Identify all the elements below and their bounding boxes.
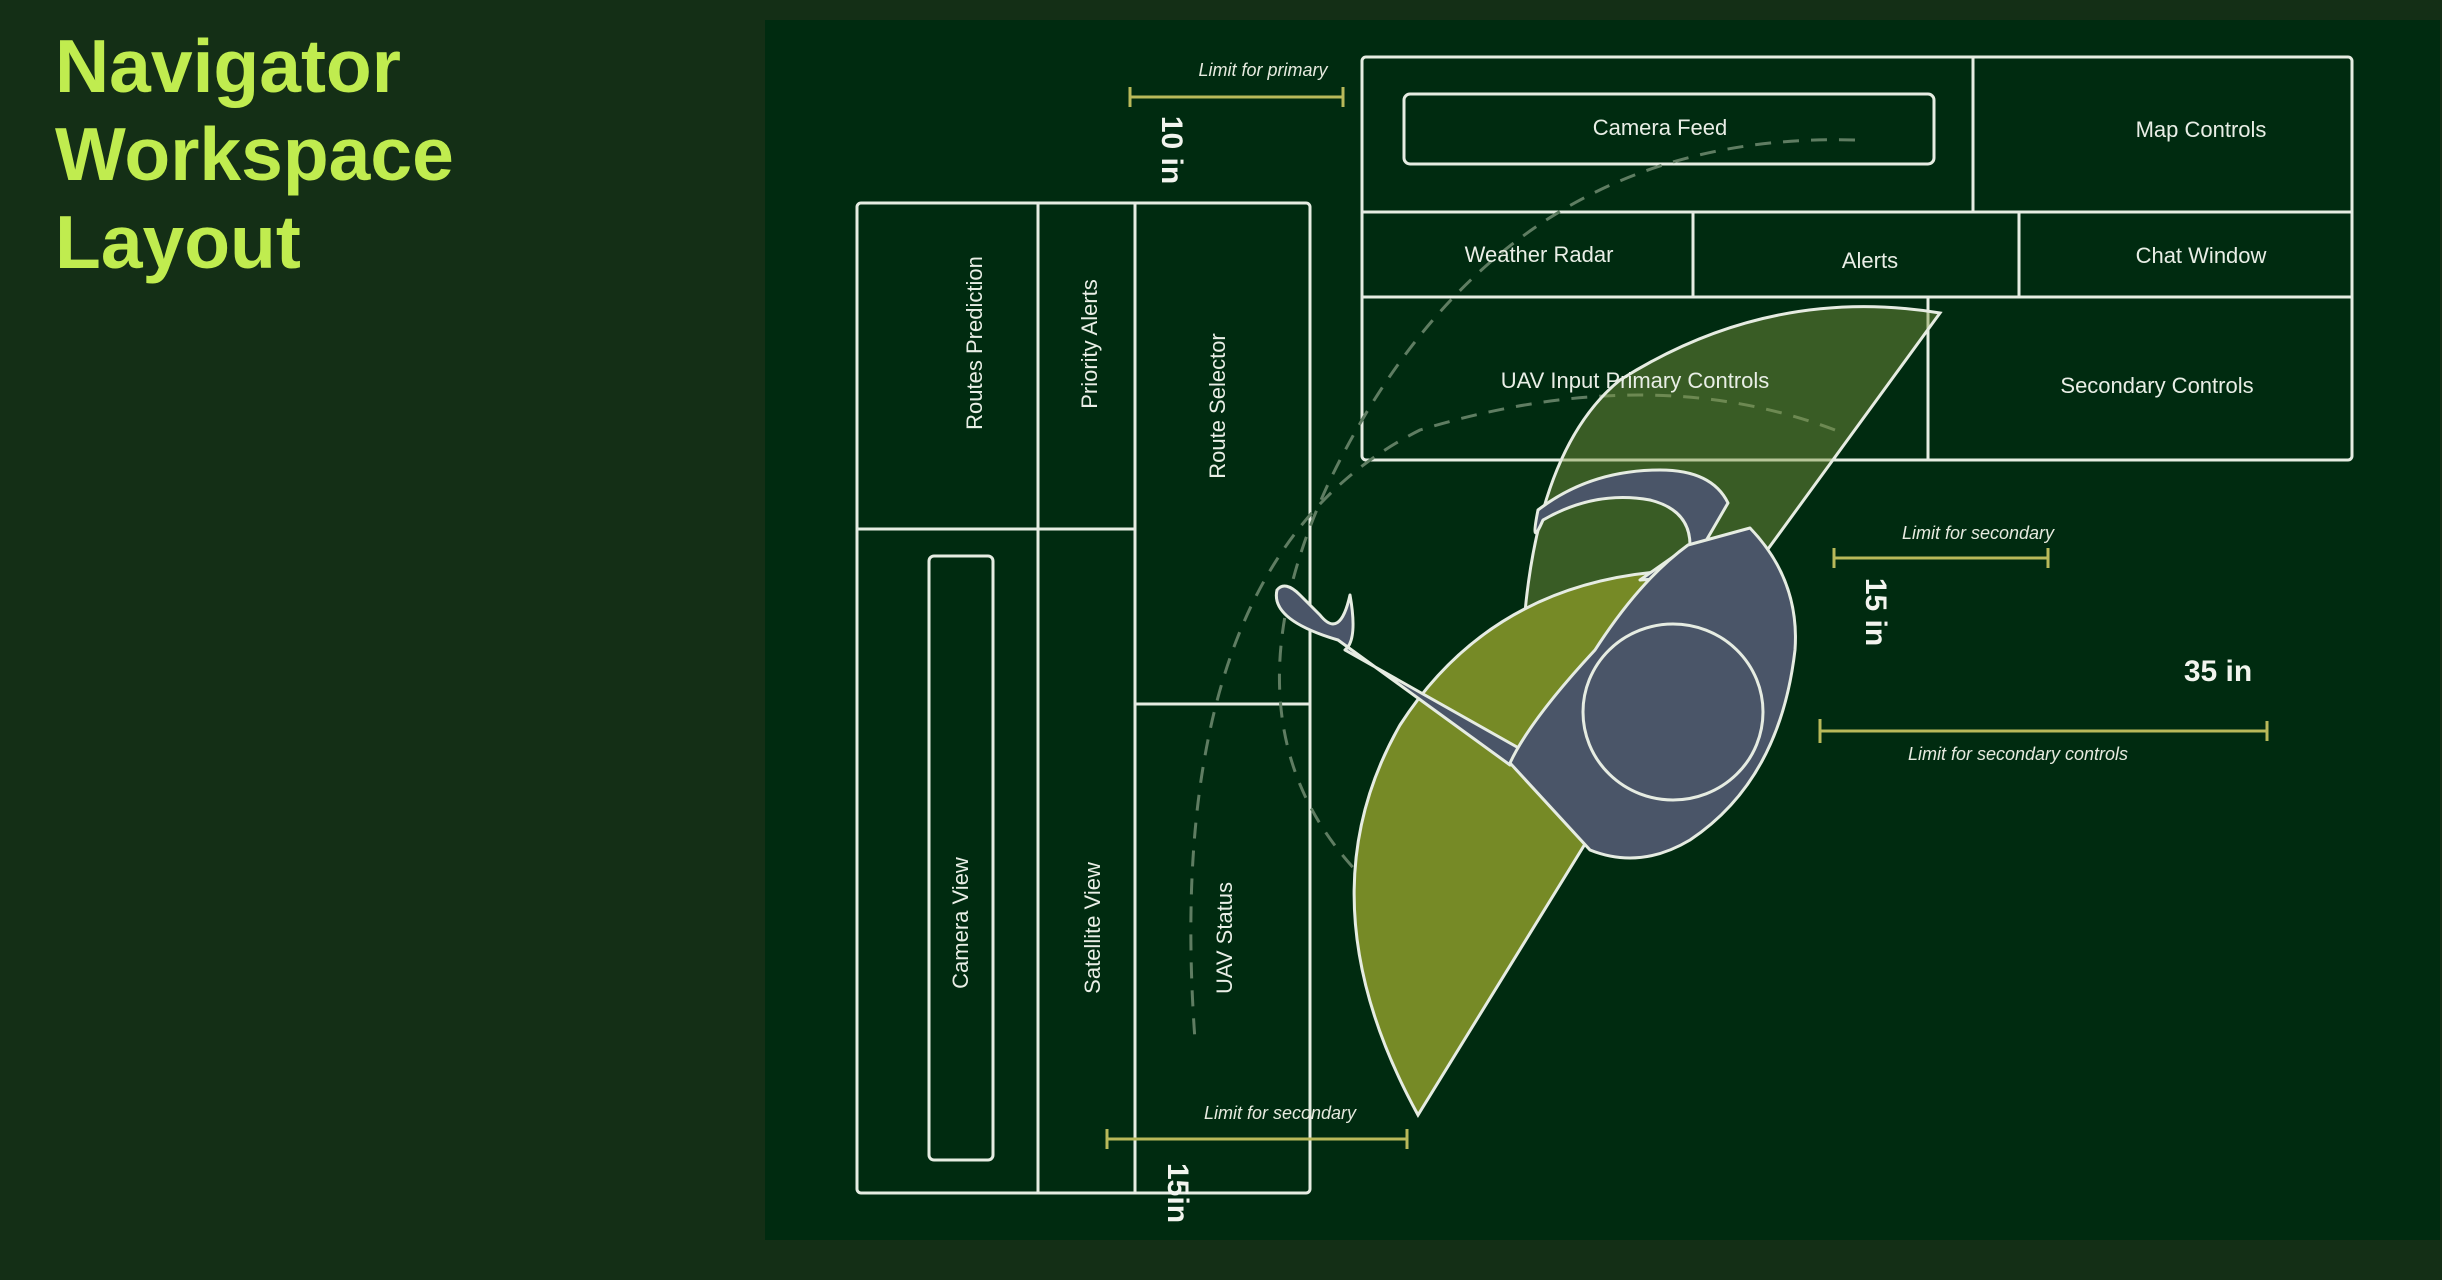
routes-prediction-label: Routes Prediction [962, 256, 987, 430]
operator-top-view-icon [1274, 468, 1797, 860]
left-arm [1274, 584, 1542, 767]
limit-secondary-controls-value: 35 in [2184, 655, 2252, 688]
route-selector-label: Route Selector [1205, 333, 1230, 479]
limit-secondary-right-label: Limit for secondary [1902, 523, 2055, 543]
camera-feed-label: Camera Feed [1593, 115, 1728, 140]
page-title: Navigator Workspace Layout [55, 22, 454, 286]
limit-secondary-controls-label: Limit for secondary controls [1908, 744, 2128, 764]
limit-secondary-bottom-value: 15in [1161, 1163, 1194, 1223]
measurement-lines [1105, 87, 2269, 1149]
page-title-line-2: Workspace [55, 112, 454, 196]
secondary-reach-arc [1189, 393, 1836, 1041]
page-title-line-1: Navigator [55, 24, 401, 108]
limit-secondary-right-value: 15 in [1859, 578, 1892, 646]
page-title-line-3: Layout [55, 200, 301, 284]
camera-view-label: Camera View [948, 857, 973, 989]
left-console [855, 201, 1312, 1195]
reach-arcs [1189, 138, 1856, 1041]
weather-radar-label: Weather Radar [1465, 242, 1614, 267]
top-console [1360, 55, 2354, 462]
left-console-frame [855, 201, 1312, 1195]
limit-primary-top-value: 10 in [1155, 116, 1188, 184]
head [1581, 622, 1765, 802]
camera-feed-panel [1402, 92, 1936, 166]
camera-view-panel [927, 554, 995, 1162]
map-controls-label: Map Controls [2136, 117, 2267, 142]
top-console-frame [1360, 55, 2354, 462]
satellite-view-label: Satellite View [1080, 862, 1105, 994]
secondary-controls-label: Secondary Controls [2060, 373, 2253, 398]
priority-alerts-label: Priority Alerts [1077, 279, 1102, 409]
alerts-label: Alerts [1842, 248, 1898, 273]
primary-reach-arc [1277, 138, 1856, 962]
limit-primary-top-label: Limit for primary [1198, 60, 1328, 80]
limit-secondary-bottom-label: Limit for secondary [1204, 1103, 1357, 1123]
chat-window-label: Chat Window [2136, 243, 2267, 268]
uav-input-primary-label: UAV Input Primary Controls [1501, 368, 1770, 393]
uav-status-label: UAV Status [1212, 882, 1237, 994]
